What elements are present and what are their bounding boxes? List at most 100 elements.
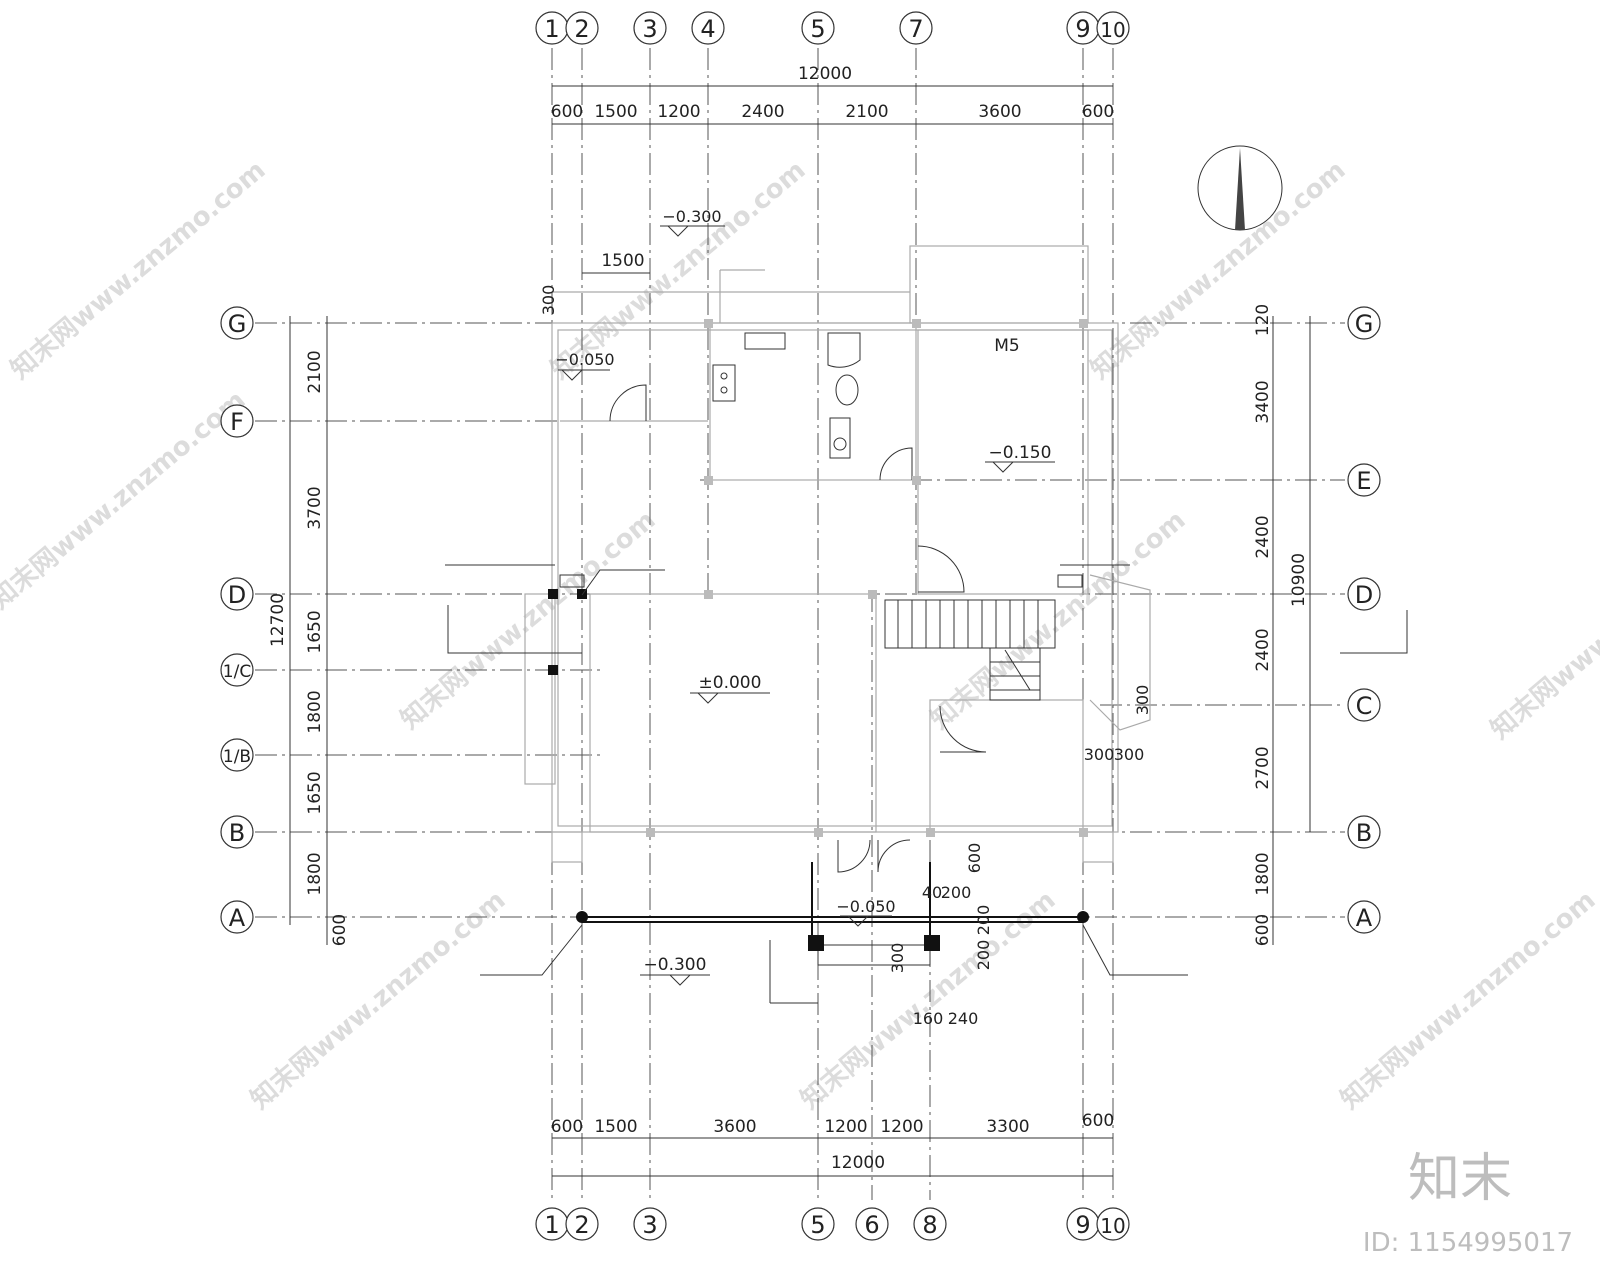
dimension-text: 1800 xyxy=(1253,852,1273,895)
appliance-icon xyxy=(1057,574,1083,588)
dimension-text: 600 xyxy=(330,914,350,946)
level-text: ±0.000 xyxy=(699,673,762,693)
watermark-text: 知末网www.znzmo.com xyxy=(5,155,271,385)
dimension-text: 600 xyxy=(1082,1111,1114,1131)
bottom-total-dimension: 12000 xyxy=(831,1153,885,1173)
left-axis-bubbles: G F D 1/C 1/B B A xyxy=(220,306,254,934)
dimension-text: 3600 xyxy=(713,1117,756,1137)
toilet-icon xyxy=(835,374,859,406)
dimension-text: 600 xyxy=(965,843,984,874)
bottom-dimension-chain: 600 1500 3600 1200 1200 3300 600 12000 xyxy=(551,1111,1114,1177)
dimension-text: 300 xyxy=(888,943,907,974)
watermark-text: 知末网www.znzmo.com xyxy=(1085,155,1351,385)
left-total-dimension: 12700 xyxy=(268,593,288,647)
dimension-text: 200 xyxy=(974,905,993,936)
axis-bubble: 1 xyxy=(544,15,559,43)
dimension-text: 3400 xyxy=(1253,380,1273,423)
dimension-text: 3600 xyxy=(978,102,1021,122)
shower-icon xyxy=(827,332,861,368)
dimension-text: 1500 xyxy=(594,102,637,122)
axis-bubble: 7 xyxy=(908,15,923,43)
axis-bubble: B xyxy=(229,819,245,847)
dimension-text: 160 xyxy=(913,1009,944,1028)
column xyxy=(577,589,587,599)
door-swing-icon xyxy=(609,384,647,422)
dimension-text: 300 xyxy=(1133,685,1152,716)
stove-icon xyxy=(712,364,736,402)
level-text: −0.050 xyxy=(836,897,895,916)
building-walls xyxy=(524,245,1151,1004)
column xyxy=(548,589,558,599)
door-swing-icon xyxy=(877,839,911,873)
top-dimension-chain: 12000 600 1500 1200 2400 2100 3600 600 xyxy=(551,64,1114,125)
axis-bubble: 1/B xyxy=(223,747,251,767)
dimension-text: 300 xyxy=(539,285,558,316)
door-swing-icon xyxy=(917,545,965,593)
sink-icon xyxy=(744,332,786,350)
axis-bubble: 10 xyxy=(1100,18,1125,42)
dimension-text: 600 xyxy=(551,1117,583,1137)
right-total-dimension: 10900 xyxy=(1289,553,1309,607)
axis-bubble: 2 xyxy=(574,1211,589,1239)
bottom-axis-bubbles: 1 2 3 5 6 8 9 10 xyxy=(535,1207,1130,1241)
dimension-text: 2400 xyxy=(1253,515,1273,558)
level-text: −0.050 xyxy=(555,350,614,369)
washbasin-icon xyxy=(829,417,851,459)
column xyxy=(548,665,558,675)
axis-bubble: 4 xyxy=(700,15,715,43)
watermark-text: 知末网www.znzmo.com xyxy=(1485,515,1600,745)
dimension-text: 1200 xyxy=(824,1117,867,1137)
appliance-icon xyxy=(559,574,585,588)
right-dimension-chain: 120 3400 2400 2400 2700 1800 600 10900 xyxy=(1253,304,1311,946)
top-axis-bubbles: 1 2 3 4 5 7 9 10 xyxy=(535,11,1130,45)
axis-bubble: 2 xyxy=(574,15,589,43)
axis-bubble: B xyxy=(1356,819,1372,847)
axis-bubble: D xyxy=(228,581,246,609)
dimension-text: 2400 xyxy=(741,102,784,122)
level-text: −0.300 xyxy=(662,207,721,226)
axis-bubble: C xyxy=(1356,692,1373,720)
north-arrow-icon xyxy=(1197,145,1283,231)
staircase xyxy=(884,599,1056,701)
dimension-text: 300 xyxy=(1114,745,1145,764)
axis-bubble: 5 xyxy=(810,15,825,43)
axis-bubble: 10 xyxy=(1100,1214,1125,1238)
dimension-text: 200 xyxy=(941,883,972,902)
dimension-text: 300 xyxy=(1084,745,1115,764)
dimension-text: 1200 xyxy=(657,102,700,122)
dimension-text: 3700 xyxy=(305,486,325,529)
dimension-text: 1650 xyxy=(305,610,325,653)
level-text: −0.150 xyxy=(989,443,1052,463)
axis-bubble: 9 xyxy=(1075,15,1090,43)
axis-bubble: F xyxy=(230,408,244,436)
right-axis-bubbles: G E D C B A xyxy=(1347,306,1381,934)
dimension-text: 120 xyxy=(1253,304,1273,336)
dimension-text: 40 xyxy=(922,883,942,902)
column xyxy=(808,935,824,951)
left-dimension-chain: 12700 2100 3700 1650 1800 1650 1800 600 xyxy=(268,316,350,946)
axis-bubble: G xyxy=(1355,310,1374,338)
dimension-text: 1500 xyxy=(601,251,644,271)
door-swing-icon xyxy=(837,839,871,873)
axis-bubble: 1 xyxy=(544,1211,559,1239)
level-text: −0.300 xyxy=(644,955,707,975)
brand-logo-text: 知末 xyxy=(1408,1149,1512,1209)
axis-bubble: G xyxy=(228,310,247,338)
dimension-text: 200 xyxy=(974,940,993,971)
structural-columns xyxy=(548,319,1089,951)
axis-bubble: 8 xyxy=(922,1211,937,1239)
dimension-text: 1500 xyxy=(594,1117,637,1137)
column xyxy=(1077,911,1089,923)
dimension-text: 1650 xyxy=(305,771,325,814)
watermark-text: 知末网www.znzmo.com xyxy=(0,385,251,615)
axis-bubble: A xyxy=(229,904,246,932)
dimension-text: 240 xyxy=(948,1009,979,1028)
dimension-text: 600 xyxy=(1082,102,1114,122)
axis-bubble: 1/C xyxy=(223,662,251,682)
dimension-text: 2100 xyxy=(305,350,325,393)
dimension-text: 2700 xyxy=(1253,746,1273,789)
axis-bubble: 6 xyxy=(864,1211,879,1239)
axis-bubble: 5 xyxy=(810,1211,825,1239)
axis-bubble: D xyxy=(1355,581,1373,609)
dimension-text: 2100 xyxy=(845,102,888,122)
